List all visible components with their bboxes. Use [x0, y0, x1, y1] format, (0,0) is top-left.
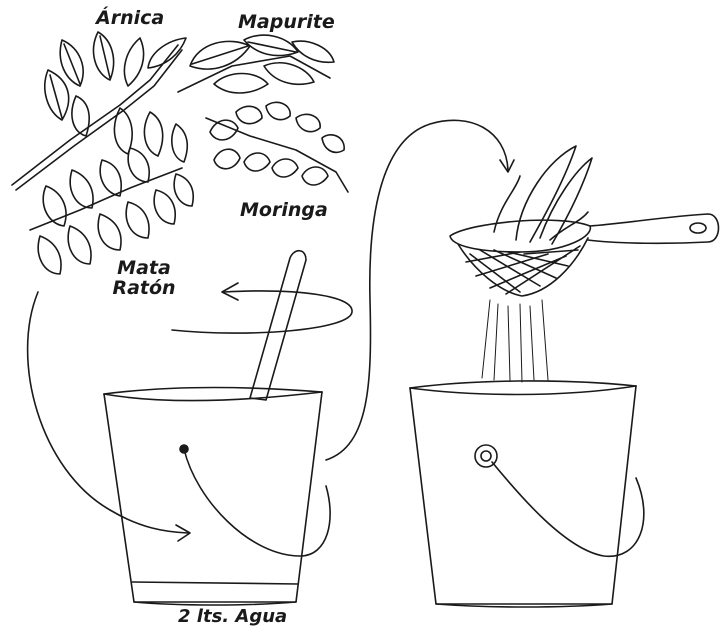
mapurite-label: Mapurite — [238, 12, 335, 32]
stir-arrow-icon — [172, 283, 352, 333]
mata-raton-label-line1: Mata — [104, 258, 184, 278]
moringa-branch-icon — [206, 102, 348, 192]
water-volume-label: 2 lts. Agua — [178, 607, 287, 627]
arnica-label: Árnica — [96, 8, 164, 28]
stirring-stick-icon — [250, 251, 306, 400]
arnica-branch-icon — [12, 32, 187, 190]
mata-raton-label-line2: Ratón — [104, 278, 184, 298]
mata-raton-branch-icon — [30, 148, 193, 274]
leaves-to-bucket-arrow-icon — [28, 292, 190, 541]
bucket-to-strainer-arrow-icon — [326, 120, 514, 460]
moringa-label: Moringa — [240, 200, 328, 220]
right-bucket-icon — [410, 381, 644, 607]
liquid-stream-icon — [482, 300, 548, 382]
left-bucket-icon — [104, 388, 330, 605]
mapurite-branch-icon — [178, 35, 334, 93]
strainer-icon — [450, 146, 719, 296]
mata-raton-label: Mata Ratón — [104, 258, 184, 298]
